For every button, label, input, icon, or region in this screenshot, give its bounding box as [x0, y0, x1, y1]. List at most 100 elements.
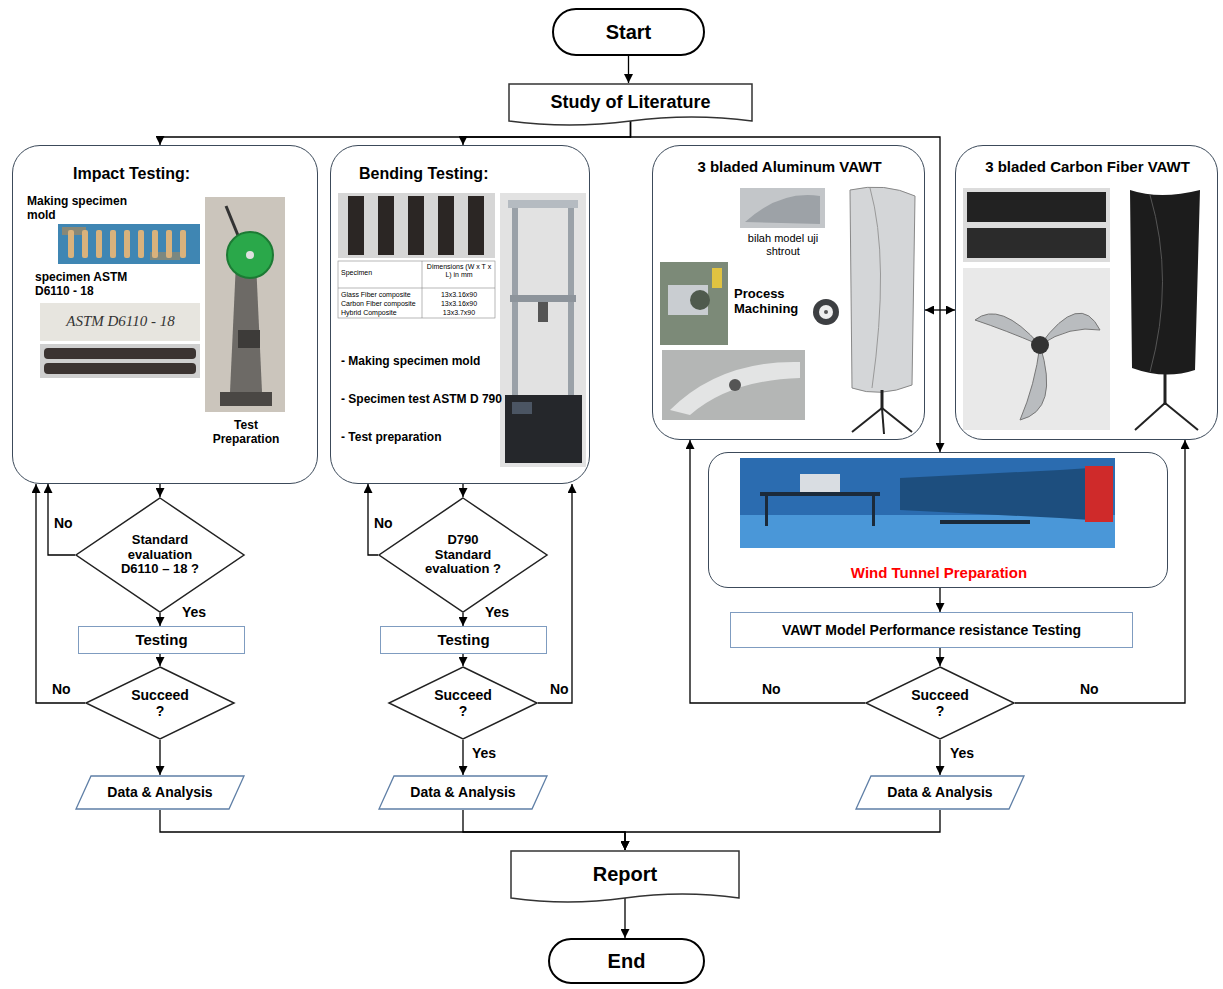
- node-label: End: [608, 950, 646, 973]
- flow-arrow: [538, 484, 572, 703]
- wind-tunnel-photo: [940, 520, 1030, 524]
- table-cell: 13x3.16x90: [424, 299, 494, 308]
- edge-label: Yes: [470, 745, 498, 761]
- lathe-photo: [660, 262, 728, 345]
- diamond-outline: [866, 667, 1014, 739]
- dimension-table: [338, 288, 495, 289]
- panel-title: Wind Tunnel Preparation: [709, 564, 1169, 582]
- flow-arrow: [939, 648, 940, 666]
- flow-arrow: [625, 810, 940, 850]
- handwritten-note: ASTM D6110 - 18: [48, 312, 193, 330]
- aluminum-vawt-model: [870, 188, 881, 388]
- edge-label: No: [1078, 681, 1101, 697]
- bending-tester-photo: [500, 193, 586, 467]
- step-item: - Test preparation: [341, 430, 503, 445]
- edge-label: Yes: [180, 604, 208, 620]
- photo-caption: bilah model uji shtrout: [741, 232, 825, 258]
- parallelogram-outline: [379, 776, 547, 809]
- impact-tester-photo: [246, 251, 254, 259]
- specimen-bars-photo: [468, 196, 484, 255]
- process-box: Testing: [78, 626, 245, 654]
- edge-label: No: [760, 681, 783, 697]
- machined-blade-photo: [670, 362, 800, 415]
- edge-label: No: [52, 515, 75, 531]
- step-item: - Specimen test ASTM D 790: [341, 392, 503, 407]
- mold-photo: [58, 224, 200, 264]
- flow-arrow: [159, 613, 160, 626]
- node-label: Data & Analysis: [107, 784, 212, 800]
- node-label: VAWT Model Performance resistance Testin…: [782, 622, 1081, 638]
- lathe-photo: [690, 290, 710, 310]
- flow-arrow: [939, 588, 940, 612]
- panel-title: 3 bladed Aluminum VAWT: [653, 158, 926, 176]
- wind-tunnel-photo: [872, 496, 875, 526]
- photo-caption: Process Machining: [734, 286, 812, 316]
- dimension-table: [338, 261, 495, 318]
- table-cell: 13x3.16x90: [424, 290, 494, 299]
- bending-tester-photo: [508, 200, 578, 208]
- decision-diamond: Succeed ?: [388, 666, 538, 740]
- bending-tester-photo: [510, 295, 576, 302]
- start-terminal: Start: [552, 8, 705, 56]
- impact-tester-photo: [227, 232, 273, 278]
- machined-blade-photo: [729, 379, 741, 391]
- flow-arrow: [925, 309, 955, 310]
- decision-diamond: Standard evaluation D6110 – 18 ?: [75, 497, 245, 613]
- machined-blade-photo: [662, 350, 805, 420]
- table-cell: Glass Fiber composite: [341, 290, 420, 299]
- bending-tester-photo: [500, 193, 586, 467]
- mold-photo: [96, 230, 102, 258]
- rotor-disc-photo: [819, 305, 833, 319]
- carbon-vawt-model: [1135, 403, 1165, 430]
- parallelogram-outline: [856, 776, 1024, 809]
- table-cell: Hybrid Composite: [341, 308, 420, 317]
- rotor-disc-photo: [813, 299, 839, 325]
- flow-arrow: [159, 740, 160, 775]
- data-parallelogram: Data & Analysis: [378, 775, 548, 810]
- node-label: Start: [606, 21, 652, 44]
- flow-arrow: [462, 484, 463, 497]
- blade-photo: [740, 188, 825, 228]
- flow-arrow: [462, 740, 463, 775]
- flow-arrow: [690, 440, 865, 703]
- wind-tunnel-panel: Wind Tunnel Preparation: [708, 452, 1168, 588]
- flow-arrow: [36, 484, 85, 703]
- wind-tunnel-photo: [800, 474, 840, 492]
- mold-photo: [58, 224, 200, 264]
- mold-photo: [138, 230, 144, 258]
- flow-arrow: [48, 484, 75, 555]
- wind-tunnel-photo: [765, 496, 768, 526]
- flow-arrow: [1015, 440, 1185, 703]
- mold-photo: [166, 230, 172, 258]
- document-box: Study of Literature: [508, 83, 753, 129]
- flow-arrow: [462, 613, 463, 626]
- flow-arrow: [628, 56, 629, 83]
- edge-label: Yes: [483, 604, 511, 620]
- decision-diamond: Succeed ?: [85, 666, 235, 740]
- flow-arrow: [463, 810, 625, 850]
- paper-photo: [40, 303, 200, 341]
- specimen-photo: [40, 344, 200, 378]
- node-label: Study of Literature: [550, 92, 710, 113]
- mold-photo: [110, 230, 116, 258]
- carbon-rotor-photo: [975, 314, 1040, 345]
- bending-tester-photo: [538, 302, 548, 322]
- diamond-outline: [76, 498, 244, 612]
- mold-photo: [82, 230, 88, 258]
- step-item: - Making specimen mold: [341, 354, 503, 369]
- specimen-bars-photo: [408, 196, 424, 255]
- carbon-rotor-photo: [963, 268, 1110, 430]
- aluminum-vawt-model: [882, 408, 912, 432]
- aluminum-vawt-panel: 3 bladed Aluminum VAWT bilah model uji sh…: [652, 145, 925, 440]
- bending-tester-photo: [512, 402, 532, 414]
- specimen-photo: [44, 363, 196, 374]
- node-label: Testing: [135, 631, 187, 648]
- data-parallelogram: Data & Analysis: [855, 775, 1025, 810]
- panel-title: Bending Testing:: [359, 164, 559, 184]
- mold-photo: [124, 230, 130, 258]
- edge-label: No: [50, 681, 73, 697]
- flow-arrow: [159, 484, 160, 497]
- photo-caption: Making specimen mold: [27, 194, 139, 222]
- document-box: Report: [510, 850, 740, 906]
